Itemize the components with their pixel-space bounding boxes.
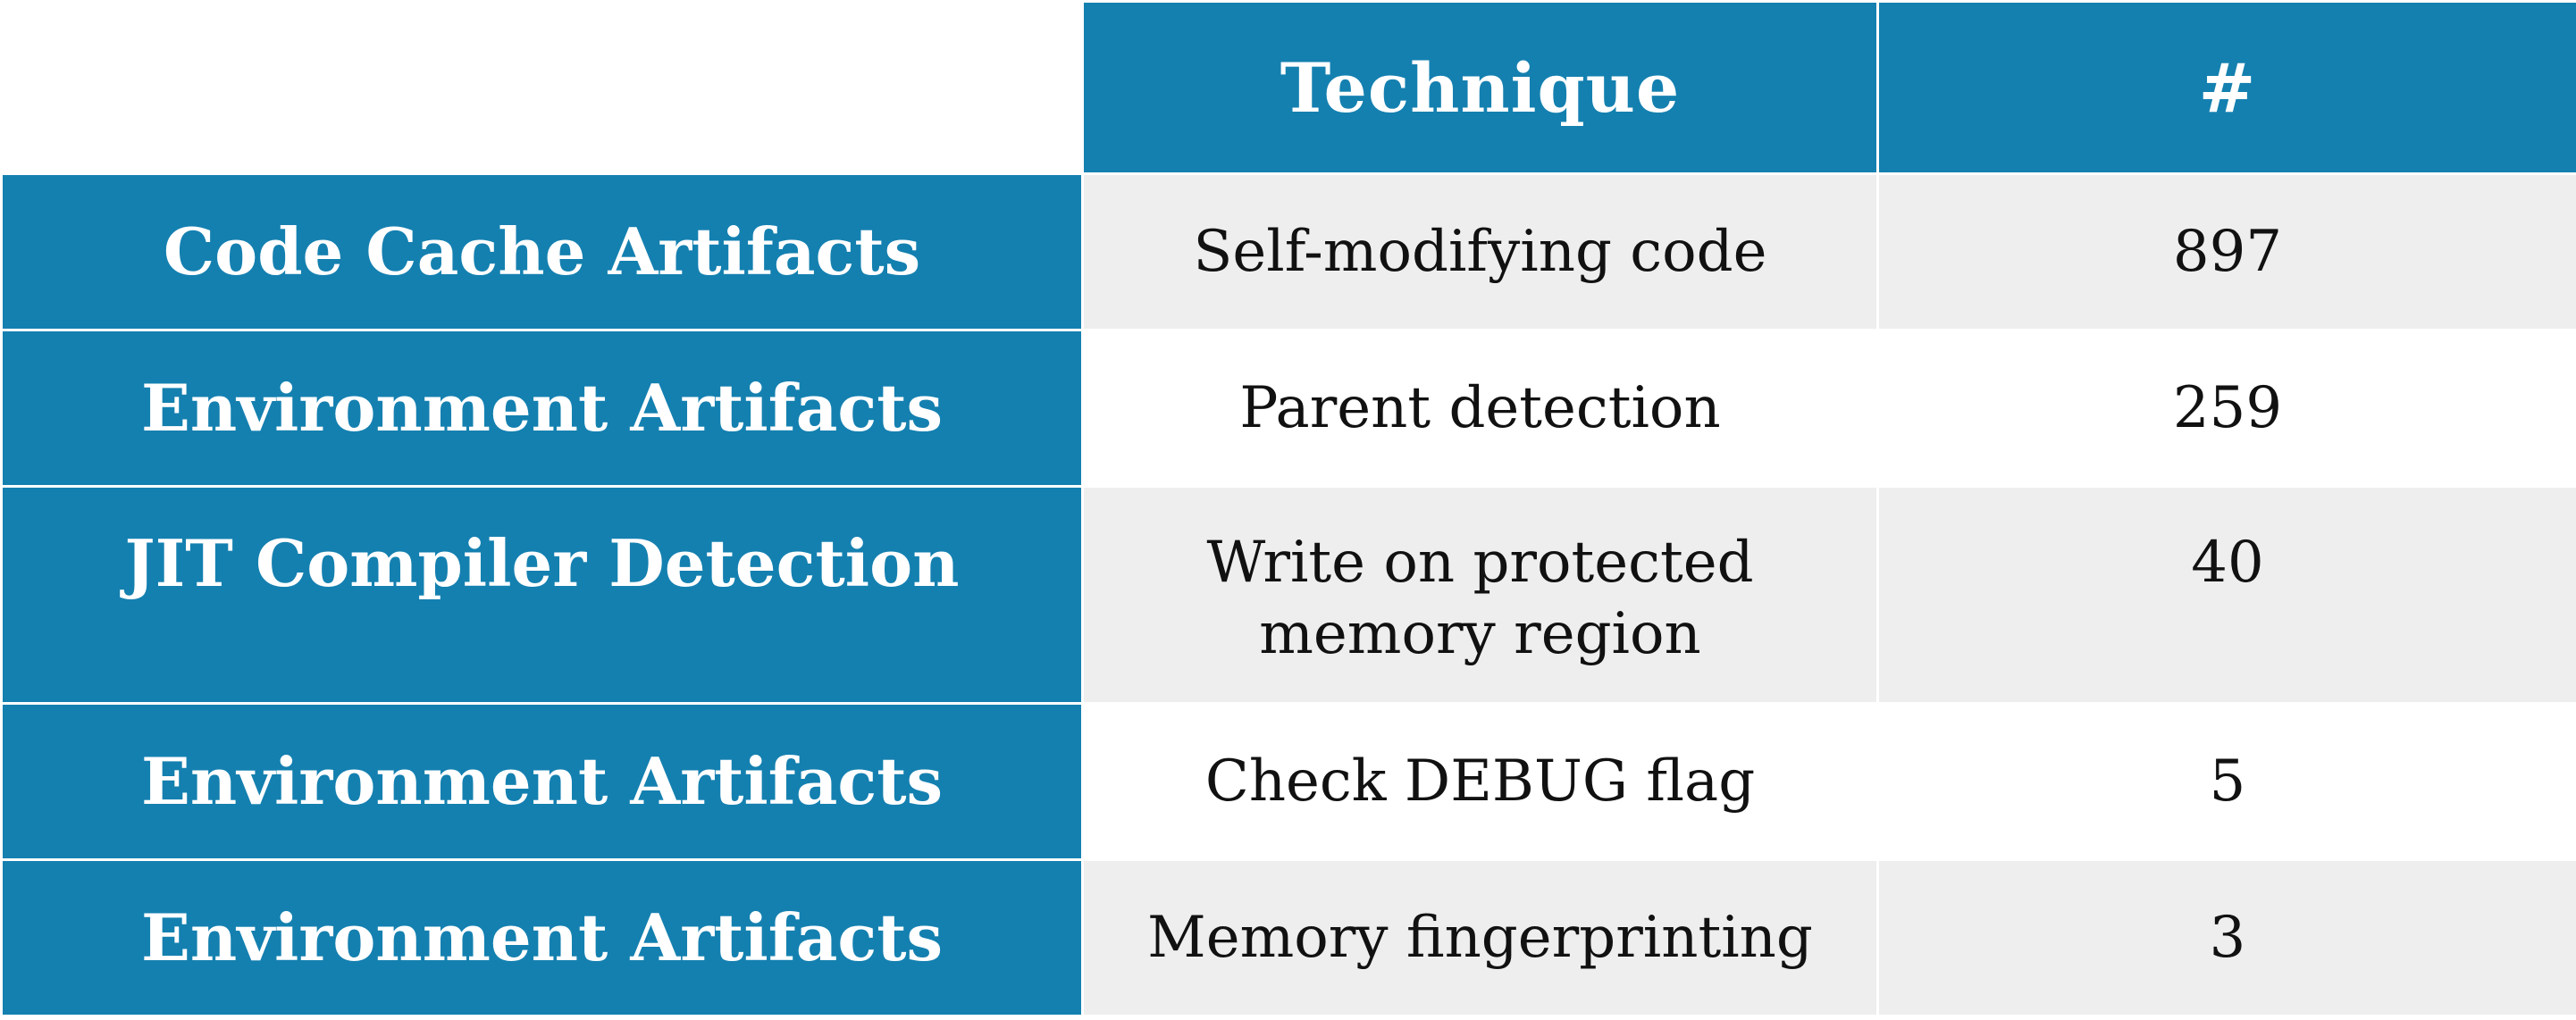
technique-cell: Memory fingerprinting [1081, 858, 1879, 1017]
table-header-row: Technique # [1, 0, 2576, 175]
table-row: Environment Artifacts Memory fingerprint… [0, 858, 2576, 1017]
technique-cell: Write on protected memory region [1081, 485, 1879, 705]
row-header-category: Environment Artifacts [0, 858, 1084, 1017]
corner-cell [1, 1, 1083, 174]
technique-cell: Check DEBUG flag [1081, 702, 1879, 861]
table-row: Code Cache Artifacts Self-modifying code… [0, 172, 2576, 331]
column-header-technique: Technique [1081, 0, 1879, 175]
row-header-category: Environment Artifacts [0, 329, 1084, 488]
technique-cell: Self-modifying code [1081, 172, 1879, 331]
table-row: Environment Artifacts Parent detection 2… [0, 329, 2576, 488]
column-header-count: # [1876, 0, 2576, 175]
count-cell: 3 [1876, 858, 2576, 1017]
technique-cell: Parent detection [1081, 329, 1879, 488]
row-header-category: JIT Compiler Detection [0, 485, 1084, 705]
count-cell: 897 [1876, 172, 2576, 331]
count-cell: 40 [1876, 485, 2576, 705]
table-row: JIT Compiler Detection Write on protecte… [0, 485, 2576, 705]
count-cell: 259 [1876, 329, 2576, 488]
row-header-category: Code Cache Artifacts [0, 172, 1084, 331]
table-row: Environment Artifacts Check DEBUG flag 5 [0, 702, 2576, 861]
row-header-category: Environment Artifacts [0, 702, 1084, 861]
count-cell: 5 [1876, 702, 2576, 861]
